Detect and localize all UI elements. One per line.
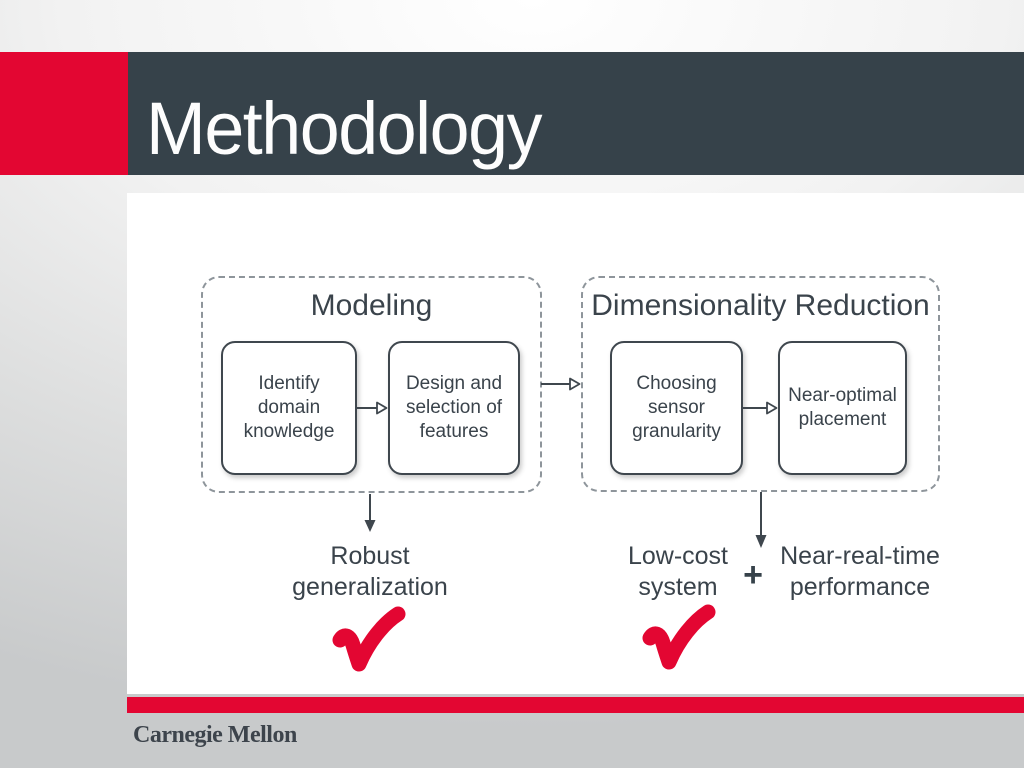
arrow-modeling-to-reduction: [541, 377, 581, 391]
checkmark-icon: [642, 604, 716, 670]
group-title-modeling: Modeling: [310, 289, 433, 322]
label-low-cost-system: Low-cost system: [627, 542, 729, 601]
node-choosing-sensor-granularity: Choosing sensor granularity: [610, 341, 743, 475]
arrow-down-modeling: [364, 494, 376, 532]
label-near-real-time-performance: Near-real-time performance: [780, 542, 940, 601]
footer-red-bar: [127, 697, 1024, 713]
group-reduction: Dimensionality Reduction: [581, 276, 940, 492]
label-robust-generalization: Robust generalization: [292, 542, 448, 601]
header-accent-square: [0, 52, 128, 175]
plus-sign: +: [743, 556, 763, 594]
group-title-reduction: Dimensionality Reduction: [591, 289, 930, 322]
arrow-choosing-to-placement: [742, 401, 778, 415]
arrow-down-reduction: [755, 492, 767, 548]
page-title: Methodology: [146, 87, 542, 170]
node-identify-domain-knowledge: Identify domain knowledge: [221, 341, 357, 475]
arrow-identify-to-design: [356, 401, 388, 415]
carnegie-mellon-logo: Carnegie Mellon: [133, 722, 297, 748]
checkmark-icon: [332, 606, 406, 672]
header-bar: [128, 52, 1024, 175]
node-design-selection-features: Design and selection of features: [388, 341, 520, 475]
node-near-optimal-placement: Near-optimal placement: [778, 341, 907, 475]
